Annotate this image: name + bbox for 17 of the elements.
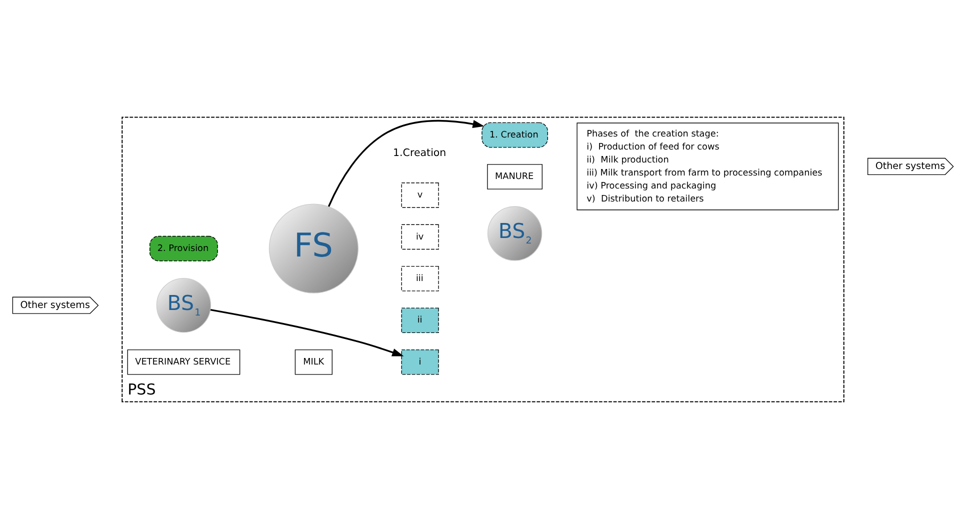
node-box: VETERINARY SERVICE [126,348,240,374]
node-box: 2. Provision [149,235,218,261]
arrow [327,120,484,206]
node-box: v [400,182,438,208]
arrow [210,308,404,356]
node-circle: BS$_{1}$ [156,277,211,332]
node-box: ii [400,307,438,333]
node-box: iii [400,266,438,291]
node-circle: BS$_{2}$ [486,206,542,260]
node-box: i [400,348,438,374]
node-box: iv [400,224,438,250]
node-box: MANURE [486,164,542,189]
node-box: 1. Creation [481,122,548,148]
node-box: MILK [294,348,332,374]
label: 1.Creation [392,146,446,158]
node-circle: FS [268,203,358,293]
node-box: Phases of the creation stage: i) Production of feed for cows ii) Milk production iii) Milk transport from farm to processing companies iv) Processing and packaging v) Distribution to retailers [576,122,838,210]
